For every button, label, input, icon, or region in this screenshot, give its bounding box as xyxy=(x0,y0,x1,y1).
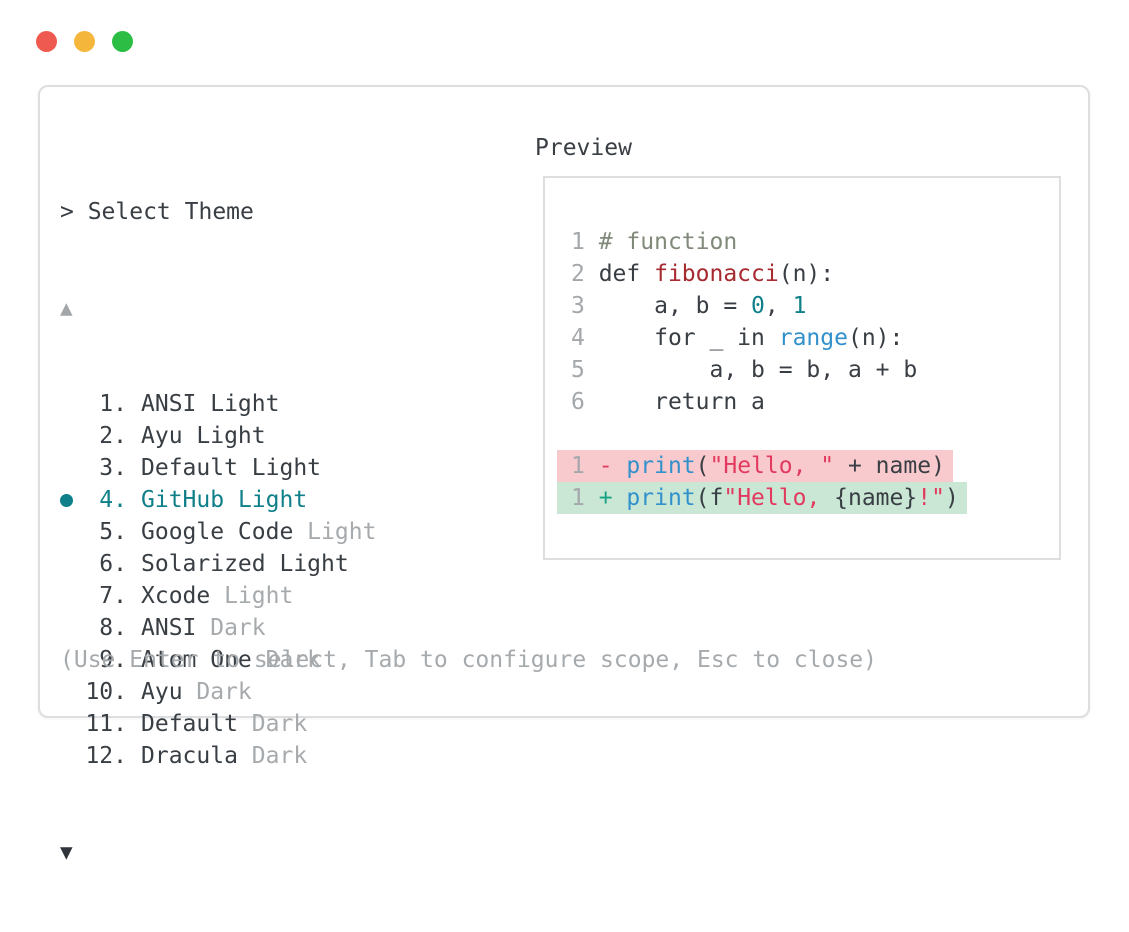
selected-dot-icon xyxy=(60,493,73,507)
theme-item-variant: Light xyxy=(237,455,322,481)
maximize-button[interactable] xyxy=(112,31,133,52)
diff-line-highlight: 1 - print("Hello, " + name) xyxy=(557,450,953,482)
theme-item-ayu-dark[interactable]: 10. Ayu Dark xyxy=(60,676,376,708)
scroll-down-indicator[interactable]: ▼ xyxy=(60,840,73,864)
window-controls xyxy=(36,31,133,52)
theme-selector-panel: > Select Theme ▲ 1. ANSI Light 2. Ayu Light… xyxy=(38,85,1090,864)
theme-item-github-light[interactable]: 4. GitHub Light xyxy=(60,484,376,516)
theme-item-variant: Dark xyxy=(196,615,266,641)
code-line: 2 def fibonacci(n): xyxy=(571,261,835,287)
preview-title: Preview xyxy=(535,135,632,161)
theme-item-variant: Light xyxy=(210,583,294,609)
theme-item-number: 1. xyxy=(99,391,127,417)
theme-item-variant: Dark xyxy=(251,647,322,673)
theme-item-variant: Dark xyxy=(237,711,308,737)
theme-item-number: 9. xyxy=(99,647,127,673)
theme-item-number: 12. xyxy=(85,743,127,769)
code-line: 4 for _ in range(n): xyxy=(571,325,904,351)
code-line: 1 # function xyxy=(571,229,738,255)
theme-item-number: 7. xyxy=(99,583,127,609)
theme-item-name: Xcode xyxy=(141,583,211,609)
theme-item-default-dark[interactable]: 11. Default Dark xyxy=(60,708,376,740)
theme-item-name: ANSI xyxy=(141,391,197,417)
select-theme-prompt: > Select Theme xyxy=(60,199,254,225)
theme-item-name: ANSI xyxy=(141,615,197,641)
theme-item-name: Ayu xyxy=(141,423,183,449)
theme-item-google-code-light[interactable]: 5. Google Code Light xyxy=(60,516,376,548)
theme-item-number: 8. xyxy=(99,615,127,641)
theme-item-number: 5. xyxy=(99,519,127,545)
theme-item-variant: Light xyxy=(196,391,280,417)
minimize-button[interactable] xyxy=(74,31,95,52)
close-button[interactable] xyxy=(36,31,57,52)
theme-item-dracula-dark[interactable]: 12. Dracula Dark xyxy=(60,740,376,772)
theme-item-variant: Light xyxy=(293,519,377,545)
theme-item-name: Default xyxy=(141,455,238,481)
theme-item-number: 10. xyxy=(85,679,127,705)
theme-item-name: Dracula xyxy=(141,743,238,769)
diff-added-line: 1 + print(f"Hello, {name}!") xyxy=(545,482,1059,514)
theme-item-name: Solarized xyxy=(141,551,266,577)
theme-item-number: 6. xyxy=(99,551,127,577)
code-line xyxy=(545,418,1059,450)
theme-item-number: 11. xyxy=(85,711,127,737)
theme-item-variant: Light xyxy=(265,551,349,577)
theme-item-solarized-light[interactable]: 6. Solarized Light xyxy=(60,548,376,580)
code-line: 6 return a xyxy=(571,389,765,415)
theme-item-name: Ayu xyxy=(141,679,183,705)
theme-item-ansi-dark[interactable]: 8. ANSI Dark xyxy=(60,612,376,644)
code-line: 3 a, b = 0, 1 xyxy=(571,293,807,319)
diff-removed-line: 1 - print("Hello, " + name) xyxy=(545,450,1059,482)
theme-item-name: Google Code xyxy=(141,519,294,545)
help-text: (Use Enter to select, Tab to configure s… xyxy=(60,647,877,673)
theme-item-name: GitHub xyxy=(141,487,225,513)
theme-item-ansi-light[interactable]: 1. ANSI Light xyxy=(60,388,376,420)
preview-code: 1 # function 2 def fibonacci(n): 3 a, b = … xyxy=(545,178,1059,514)
theme-item-name: Default xyxy=(141,711,238,737)
theme-item-variant: Dark xyxy=(182,679,252,705)
theme-item-variant: Light xyxy=(182,423,266,449)
theme-item-xcode-light[interactable]: 7. Xcode Light xyxy=(60,580,376,612)
theme-item-variant: Light xyxy=(224,487,308,513)
code-line: 5 a, b = b, a + b xyxy=(571,357,918,383)
theme-item-number: 2. xyxy=(99,423,127,449)
scroll-up-indicator[interactable]: ▲ xyxy=(60,296,73,320)
theme-item-number: 4. xyxy=(99,487,127,513)
diff-line-highlight: 1 + print(f"Hello, {name}!") xyxy=(557,482,967,514)
theme-item-default-light[interactable]: 3. Default Light xyxy=(60,452,376,484)
theme-item-number: 3. xyxy=(99,455,127,481)
theme-item-atom-one-dark[interactable]: 9. Atom One Dark xyxy=(60,644,376,676)
theme-item-ayu-light[interactable]: 2. Ayu Light xyxy=(60,420,376,452)
theme-item-variant: Dark xyxy=(237,743,308,769)
selected-indicator xyxy=(60,493,85,507)
preview-pane: 1 # function 2 def fibonacci(n): 3 a, b = … xyxy=(543,176,1061,560)
theme-item-name: Atom One xyxy=(141,647,252,673)
